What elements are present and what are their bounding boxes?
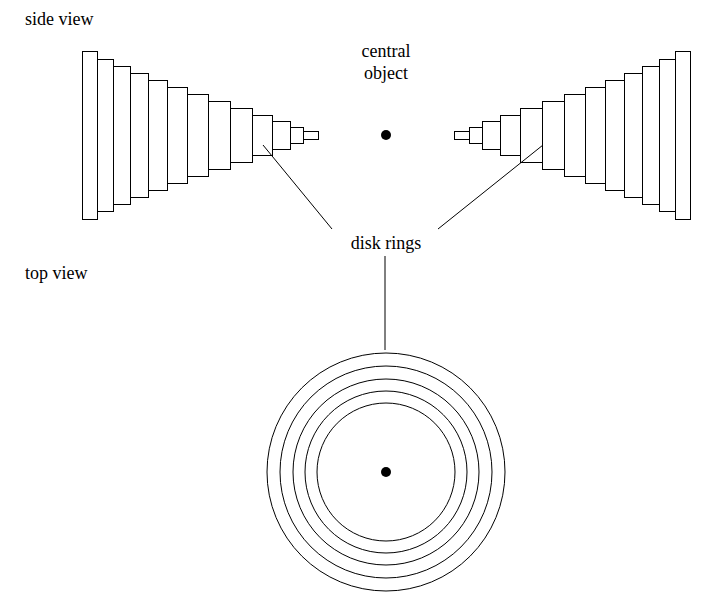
disk-top-rings: [267, 353, 505, 591]
disk-ring-section: [273, 122, 291, 150]
central-dot: [381, 467, 391, 477]
view-title: top view: [25, 262, 88, 284]
disk-ring-section: [470, 128, 483, 144]
disk-side-right: [455, 52, 691, 220]
view-title: side view: [25, 8, 93, 30]
disk-ring-section: [231, 109, 253, 163]
disk-ring-section: [168, 88, 188, 184]
disk-ring-section: [149, 81, 168, 191]
disk-ring-section: [304, 132, 319, 140]
disk-ring-section: [83, 52, 98, 220]
disk-side-left: [83, 52, 319, 220]
disk-ring-section: [114, 67, 131, 205]
disk-ring-section: [253, 116, 273, 156]
disk-ring-section: [543, 102, 565, 170]
object-label: central object: [362, 40, 411, 84]
disk-ring-section: [98, 60, 114, 212]
disk-ring-section: [676, 52, 691, 220]
disk-ring-section: [291, 128, 304, 144]
disk-ring-section: [483, 122, 501, 150]
part-label: disk rings: [351, 232, 422, 254]
central-dot: [381, 130, 391, 140]
disk-ring-section: [501, 116, 521, 156]
disk-ring-section: [586, 88, 606, 184]
leader-line: [385, 256, 386, 350]
disk-ring-section: [606, 81, 625, 191]
disk-ring-section: [565, 95, 586, 177]
disk-ring-section: [131, 74, 149, 198]
disk-ring-section: [209, 102, 231, 170]
leader-line: [438, 145, 543, 229]
disk-ring-section: [625, 74, 643, 198]
disk-ring-section: [643, 67, 660, 205]
disk-ring-section: [188, 95, 209, 177]
leader-line: [263, 145, 332, 229]
disk-ring-section: [455, 132, 470, 140]
disk-ring-section: [660, 60, 676, 212]
